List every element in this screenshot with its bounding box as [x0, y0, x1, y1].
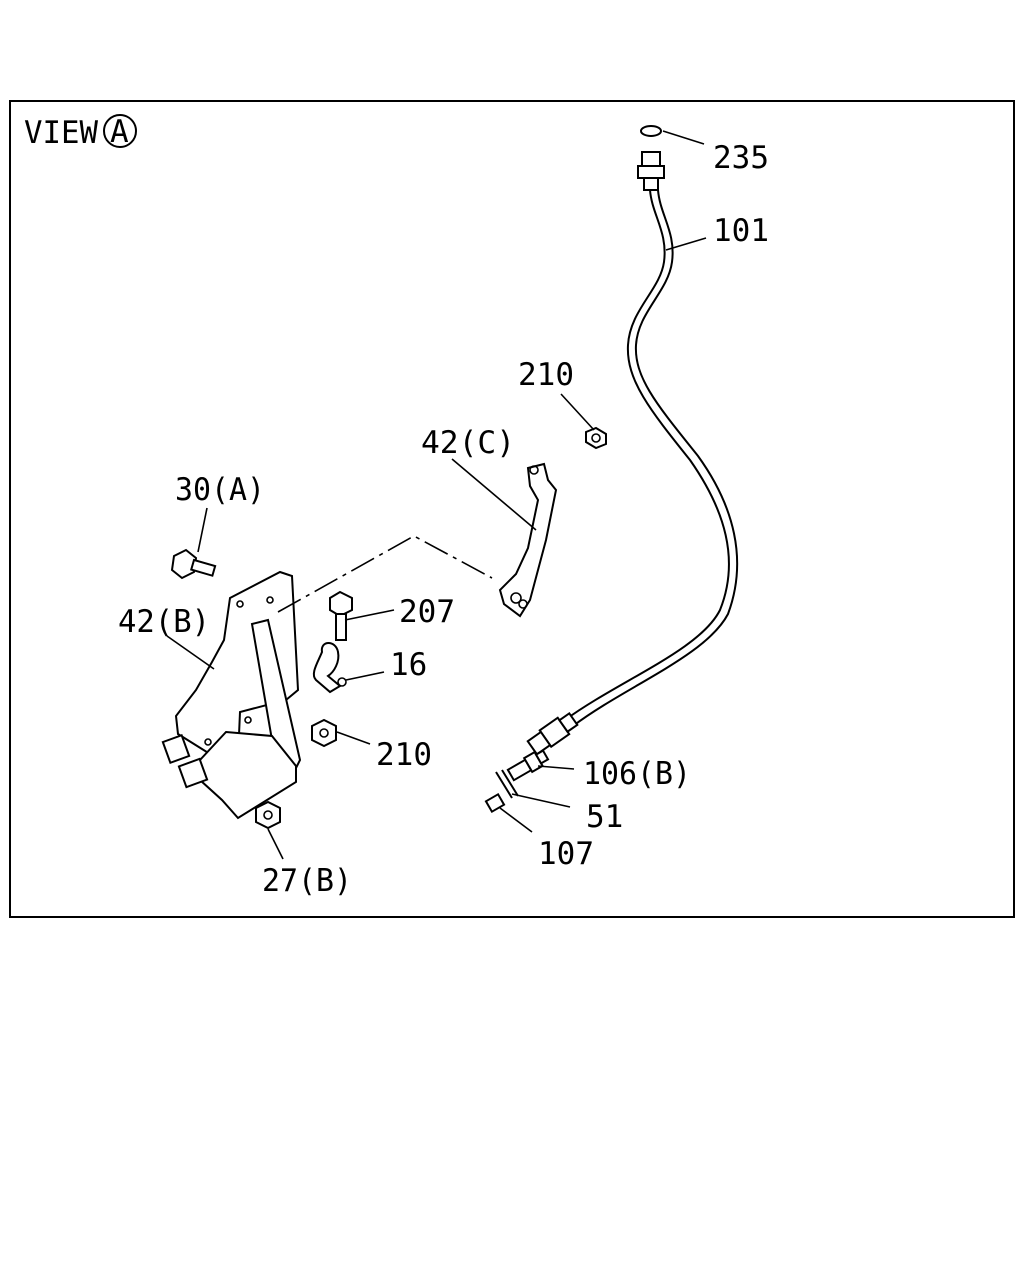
bracket-42c — [498, 462, 558, 618]
bolt-207 — [329, 590, 353, 641]
callout-16: 16 — [390, 647, 427, 683]
washer-51 — [495, 769, 519, 799]
callout-30a: 30(A) — [175, 472, 265, 508]
o-ring-235 — [640, 125, 662, 137]
clip-left — [161, 733, 209, 789]
assembly-line — [277, 535, 493, 613]
view-letter-circle — [103, 114, 137, 148]
bolt-30a — [170, 548, 217, 580]
view-frame — [9, 100, 1015, 918]
pipe-101 — [526, 151, 739, 756]
view-title: VIEW — [24, 115, 98, 151]
nut-210-top — [585, 426, 607, 450]
callout-207: 207 — [399, 594, 455, 630]
leader-lines — [166, 130, 707, 860]
connector-106b — [506, 749, 550, 782]
callout-107: 107 — [538, 836, 594, 872]
callout-210-top: 210 — [518, 357, 574, 393]
callout-210-mid: 210 — [376, 737, 432, 773]
nut-210-mid — [311, 718, 337, 748]
plug-107 — [484, 792, 506, 814]
callout-51: 51 — [586, 799, 623, 835]
callout-27b: 27(B) — [262, 863, 352, 899]
view-letter: A — [110, 114, 129, 150]
callout-235: 235 — [713, 140, 769, 176]
clamp-16 — [312, 642, 347, 694]
callout-42b: 42(B) — [118, 604, 210, 640]
callout-106b: 106(B) — [583, 756, 691, 792]
callout-42c: 42(C) — [421, 425, 515, 461]
nut-27b — [255, 800, 281, 830]
callout-101: 101 — [713, 213, 769, 249]
